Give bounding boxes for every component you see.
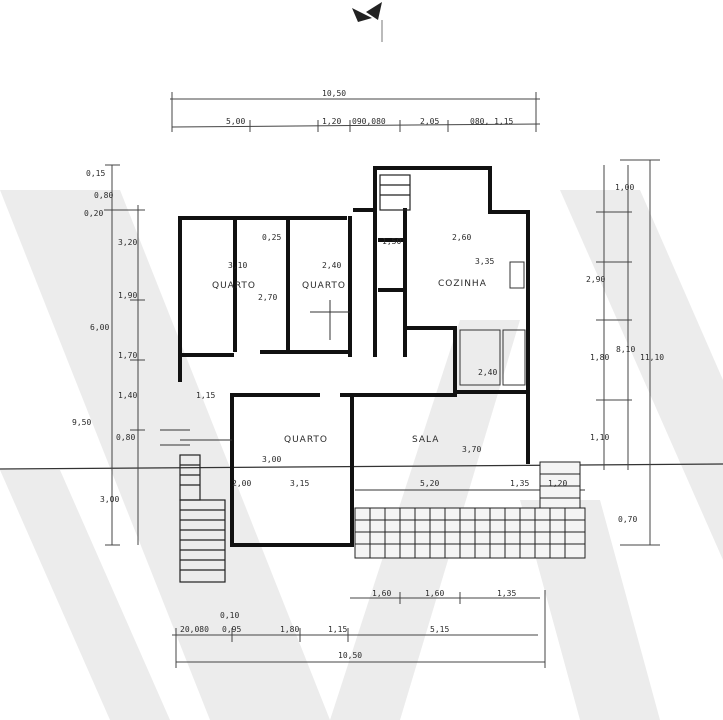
dim-misc-6: 1,20 bbox=[548, 479, 567, 488]
dim-bottom-total: 10,50 bbox=[338, 651, 362, 660]
dim-cozinha-height: 2,60 bbox=[452, 233, 471, 242]
dim-left-9: 1,40 bbox=[118, 391, 137, 400]
room-label-quarto-1: QUARTO bbox=[212, 281, 256, 291]
dim-right-7: 0,70 bbox=[618, 515, 637, 524]
dim-left-7: 1,70 bbox=[118, 351, 137, 360]
dimension-labels: 10,50 5,00 1,20 090,080 2,05 080, 1,15 1… bbox=[72, 89, 664, 660]
dim-left-1: 0,15 bbox=[86, 169, 105, 178]
dim-right-4: 8,10 bbox=[616, 345, 635, 354]
watermark bbox=[0, 190, 723, 720]
dim-quarto-1-width: 3,10 bbox=[228, 261, 247, 270]
dim-left-5: 1,90 bbox=[118, 291, 137, 300]
dim-top-seg-3: 090,080 bbox=[352, 117, 386, 126]
dim-right-6: 11,10 bbox=[640, 353, 664, 362]
dim-bottom-seg-1: 20,080 bbox=[180, 625, 209, 634]
dim-left-4: 3,20 bbox=[118, 238, 137, 247]
dim-bottom-small: 0,10 bbox=[220, 611, 239, 620]
dim-misc-2: 1,50 bbox=[382, 237, 401, 246]
dim-right-5: 1,10 bbox=[590, 433, 609, 442]
dim-left-11: 3,00 bbox=[100, 495, 119, 504]
dim-bottom-up-3: 1,35 bbox=[497, 589, 516, 598]
dim-quarto-3-width: 3,15 bbox=[290, 479, 309, 488]
dimension-lines bbox=[104, 92, 660, 668]
dim-top-total: 10,50 bbox=[322, 89, 346, 98]
dim-misc-4: 1,35 bbox=[510, 479, 529, 488]
room-label-cozinha: COZINHA bbox=[438, 279, 487, 289]
dim-bottom-up-1: 1,60 bbox=[372, 589, 391, 598]
dim-right-3: 1,80 bbox=[590, 353, 609, 362]
dim-left-3: 0,20 bbox=[84, 209, 103, 218]
dim-sala-height: 3,70 bbox=[462, 445, 481, 454]
dim-bottom-seg-4: 1,15 bbox=[328, 625, 347, 634]
dim-misc-5: 2,40 bbox=[478, 368, 497, 377]
dim-top-seg-4: 2,05 bbox=[420, 117, 439, 126]
dim-cozinha-width: 3,35 bbox=[475, 257, 494, 266]
room-label-quarto-2: QUARTO bbox=[302, 281, 346, 291]
dim-top-seg-2: 1,20 bbox=[322, 117, 341, 126]
dim-bottom-seg-2: 0,95 bbox=[222, 625, 241, 634]
room-label-sala: SALA bbox=[412, 435, 439, 445]
dim-misc-7: 0,25 bbox=[262, 233, 281, 242]
dim-bottom-up-2: 1,60 bbox=[425, 589, 444, 598]
dim-bottom-seg-3: 1,80 bbox=[280, 625, 299, 634]
dim-quarto-1-height: 2,70 bbox=[258, 293, 277, 302]
room-label-quarto-3: QUARTO bbox=[284, 435, 328, 445]
dim-misc-1: 1,15 bbox=[196, 391, 215, 400]
dim-bottom-seg-5: 5,15 bbox=[430, 625, 449, 634]
walls bbox=[178, 166, 530, 547]
dim-sala-width: 5,20 bbox=[420, 479, 439, 488]
dim-top-seg-5: 080, 1,15 bbox=[470, 117, 514, 126]
dim-misc-3: 2,00 bbox=[232, 479, 251, 488]
terrace-hatch bbox=[354, 461, 586, 559]
section-line bbox=[0, 463, 723, 470]
dim-quarto-2-width: 2,40 bbox=[322, 261, 341, 270]
dim-top-seg-1: 5,00 bbox=[226, 117, 245, 126]
dim-left-8: 9,50 bbox=[72, 418, 91, 427]
dim-right-1: 1,00 bbox=[615, 183, 634, 192]
dim-quarto-3-height: 3,00 bbox=[262, 455, 281, 464]
stairs bbox=[179, 174, 411, 583]
dim-left-10: 0,80 bbox=[116, 433, 135, 442]
north-arrow-icon bbox=[352, 2, 383, 42]
dim-left-6: 6,00 bbox=[90, 323, 109, 332]
dim-left-2: 0,80 bbox=[94, 191, 113, 200]
dim-right-2: 2,90 bbox=[586, 275, 605, 284]
